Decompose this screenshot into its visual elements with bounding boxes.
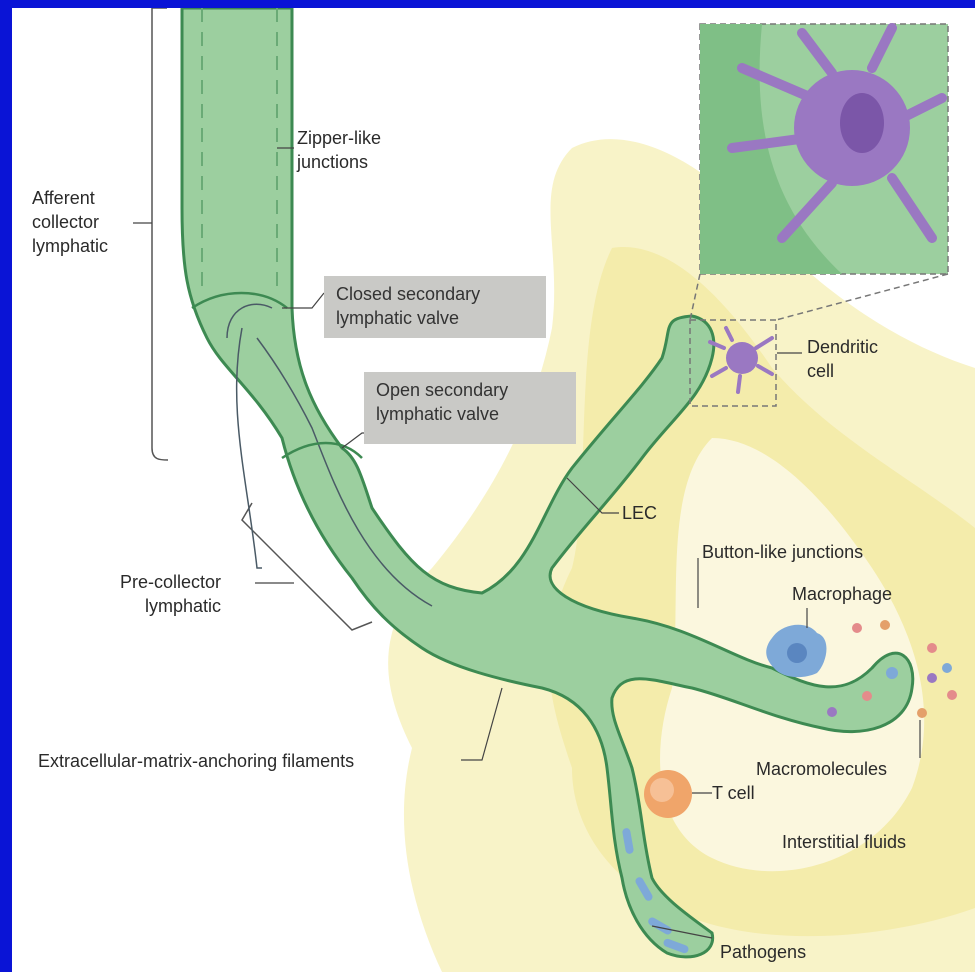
label-pathogens: Pathogens	[720, 940, 806, 964]
label-afferent-collector: Afferent collector lymphatic	[32, 186, 108, 258]
label-interstitial-fluids: Interstitial fluids	[782, 830, 906, 854]
callout-open-valve: Open secondary lymphatic valve	[364, 372, 576, 444]
label-ecm-filaments: Extracellular-matrix-anchoring filaments	[38, 749, 354, 773]
label-macrophage: Macrophage	[792, 582, 892, 606]
afferent-bracket	[152, 8, 168, 460]
diagram-frame: Zipper-like junctions Afferent collector…	[12, 8, 975, 972]
label-t-cell: T cell	[712, 781, 755, 805]
lymphatic-illustration	[12, 8, 975, 972]
callout-closed-valve: Closed secondary lymphatic valve	[324, 276, 546, 338]
label-button-junctions: Button-like junctions	[702, 540, 863, 564]
label-macromolecules: Macromolecules	[756, 757, 887, 781]
label-lec: LEC	[622, 501, 657, 525]
label-zipper-junctions: Zipper-like junctions	[297, 126, 381, 174]
t-cell	[644, 770, 692, 818]
label-precollector: Pre-collector lymphatic	[120, 570, 221, 618]
label-dendritic-cell: Dendritic cell	[807, 335, 878, 383]
